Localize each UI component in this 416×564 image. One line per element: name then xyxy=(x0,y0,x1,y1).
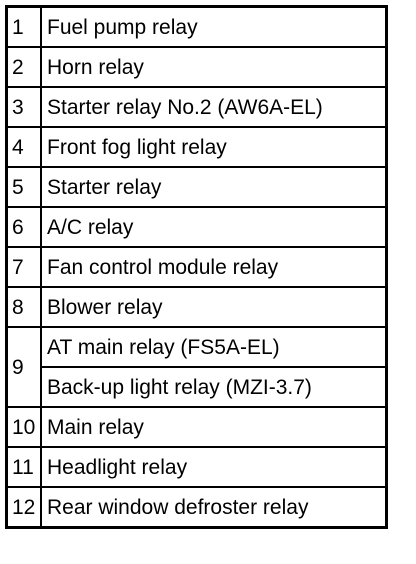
relay-description: Blower relay xyxy=(40,286,388,328)
relay-description: Fuel pump relay xyxy=(40,5,388,48)
relay-number: 6 xyxy=(5,206,42,248)
relay-description: Front fog light relay xyxy=(40,126,388,168)
relay-description: Main relay xyxy=(40,406,388,448)
relay-description: Fan control module relay xyxy=(40,246,388,288)
relay-description: Horn relay xyxy=(40,46,388,88)
relay-number: 4 xyxy=(5,126,42,168)
relay-number: 3 xyxy=(5,86,42,128)
relay-description: Starter relay xyxy=(40,166,388,208)
relay-number: 8 xyxy=(5,286,42,328)
relay-number: 2 xyxy=(5,46,42,88)
table-row: Back-up light relay (MZI-3.7) xyxy=(7,366,388,408)
relay-number: 10 xyxy=(5,406,42,448)
relay-description: Headlight relay xyxy=(40,446,388,488)
relay-description: Back-up light relay (MZI-3.7) xyxy=(40,366,388,408)
relay-number: 9 xyxy=(5,326,42,408)
relay-number: 5 xyxy=(5,166,42,208)
relay-description: Rear window defroster relay xyxy=(40,486,388,529)
relay-number: 11 xyxy=(5,446,42,488)
relay-number: 7 xyxy=(5,246,42,288)
relay-description: AT main relay (FS5A-EL) xyxy=(40,326,388,368)
relay-number: 1 xyxy=(5,5,42,48)
relay-description: A/C relay xyxy=(40,206,388,248)
relay-description: Starter relay No.2 (AW6A-EL) xyxy=(40,86,388,128)
relay-number: 12 xyxy=(5,486,42,529)
